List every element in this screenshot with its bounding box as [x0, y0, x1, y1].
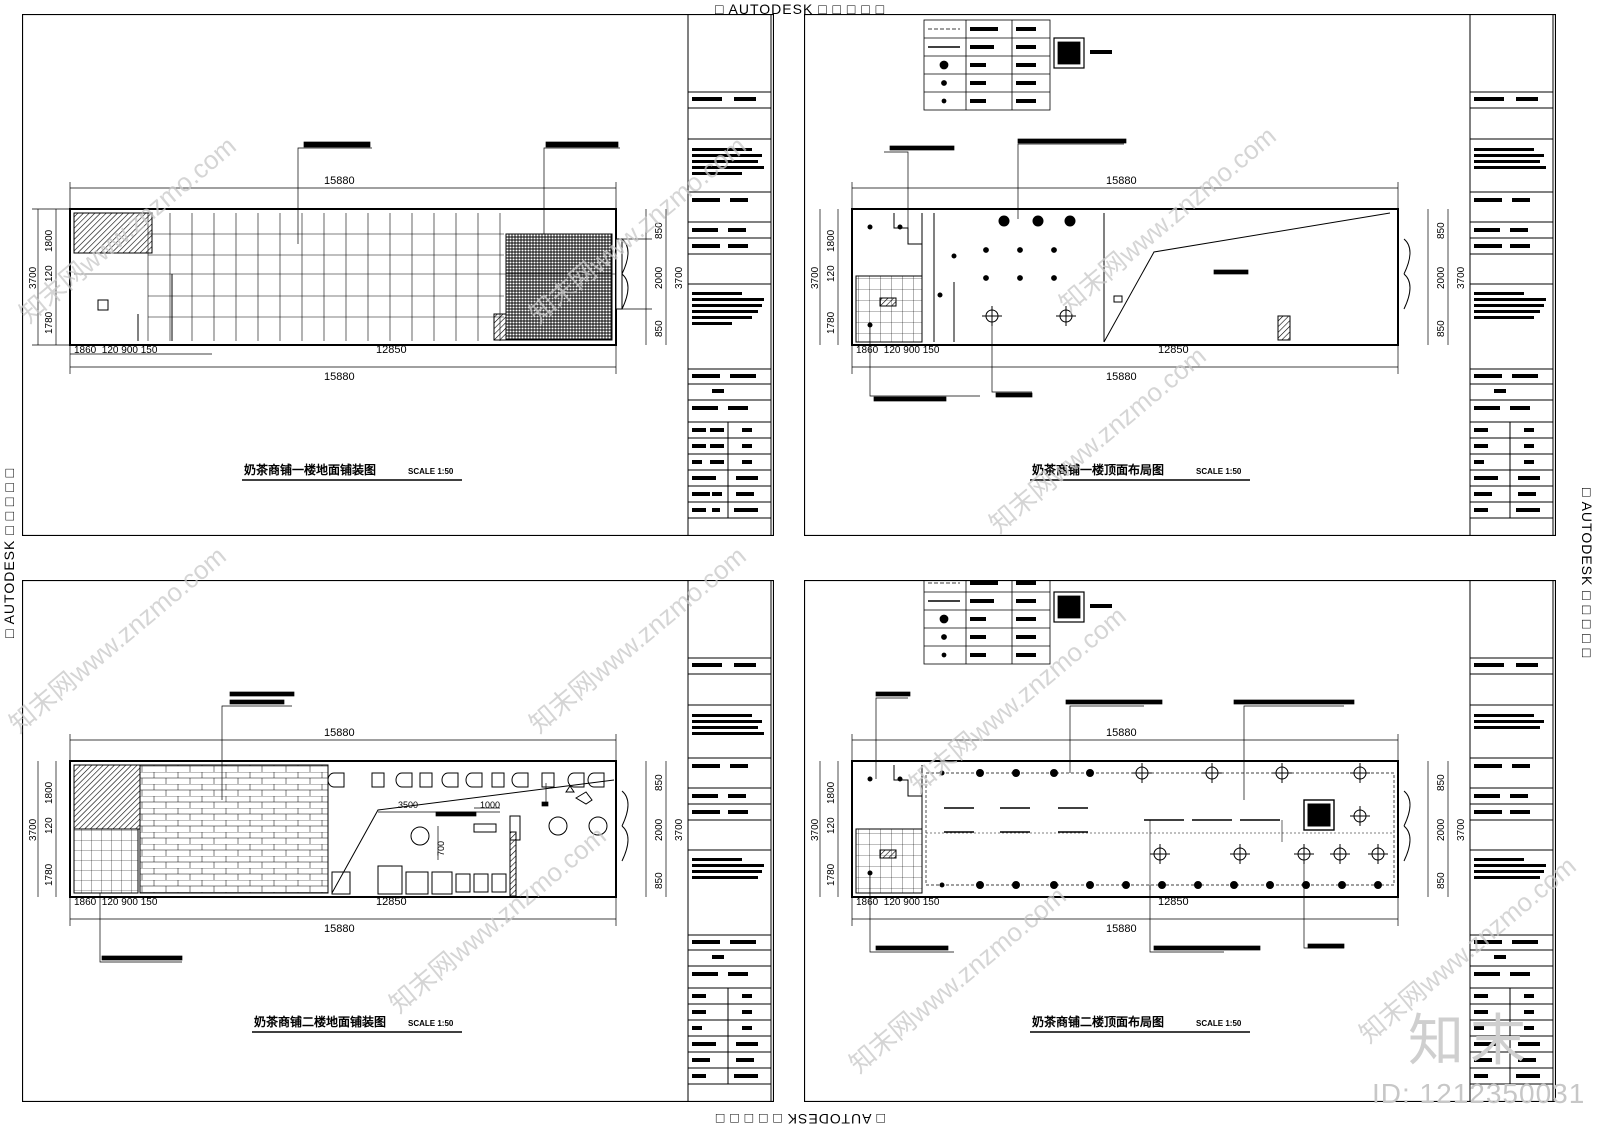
dim-total-width-top: 15880 [324, 175, 355, 187]
sheet-4-ceiling-plan-second-floor: 15880 15880 12850 1860 120 900 150 3700 … [804, 580, 1556, 1102]
sheet-title: 奶茶商铺一楼地面铺装图 [244, 462, 376, 477]
leader-lines [869, 138, 1249, 402]
title-block [1469, 580, 1554, 1102]
dim-2000: 2000 [654, 266, 665, 289]
dimension-lines [32, 182, 667, 374]
dim-1780: 1780 [826, 311, 837, 334]
dim-inner-width: 12850 [376, 344, 407, 356]
dim-2000: 2000 [1436, 266, 1447, 289]
dimension-lines [819, 734, 1449, 926]
dim-850-bottom: 850 [1436, 320, 1447, 337]
dim-bottom-segments: 1860 120 900 150 [856, 897, 940, 908]
dim-850-bottom: 850 [654, 872, 665, 889]
lighting-legend [923, 580, 1112, 665]
dim-total-width-top: 15880 [324, 727, 355, 739]
dim-1780: 1780 [44, 311, 55, 334]
dim-total-height: 3700 [28, 818, 39, 841]
dim-total-width-top: 15880 [1106, 175, 1137, 187]
dim-3500: 3500 [398, 800, 418, 810]
lighting-legend [923, 19, 1112, 111]
sheet-title: 奶茶商铺二楼地面铺装图 [254, 1014, 386, 1029]
sheet-title: 奶茶商铺一楼顶面布局图 [1032, 462, 1164, 477]
dim-3700-right: 3700 [674, 266, 685, 289]
dim-1800: 1800 [44, 781, 55, 804]
dim-3700-right: 3700 [674, 818, 685, 841]
dim-total-width-bottom: 15880 [1106, 923, 1137, 935]
title-block [1469, 14, 1554, 536]
sheet-scale: SCALE 1:50 [408, 467, 454, 476]
dim-120: 120 [44, 817, 55, 834]
brand-logo: 知末 [1408, 1009, 1532, 1074]
dim-bottom-segments: 1860 120 900 150 [856, 345, 940, 356]
dim-2000: 2000 [1436, 818, 1447, 841]
title-block [687, 580, 772, 1102]
dim-inner-width: 12850 [376, 896, 407, 908]
sheet-scale: SCALE 1:50 [1196, 467, 1242, 476]
sheet-scale: SCALE 1:50 [408, 1019, 454, 1028]
sheet-scale: SCALE 1:50 [1196, 1019, 1242, 1028]
dim-total-width-top: 15880 [1106, 727, 1137, 739]
sheet-1-floor-plan-first-floor: 15880 15880 12850 1860 120 900 150 3700 … [22, 14, 774, 536]
dim-1780: 1780 [44, 863, 55, 886]
floor-plan [69, 760, 629, 898]
dim-inner-width: 12850 [1158, 896, 1189, 908]
dim-120: 120 [826, 817, 837, 834]
dimension-lines [819, 182, 1449, 374]
dim-1800: 1800 [826, 781, 837, 804]
dim-1800: 1800 [44, 229, 55, 252]
dim-850-top: 850 [654, 222, 665, 239]
dim-total-width-bottom: 15880 [324, 923, 355, 935]
dim-3700-right: 3700 [1456, 266, 1467, 289]
dim-inner-width: 12850 [1158, 344, 1189, 356]
floor-plan [69, 208, 629, 346]
dim-1000: 1000 [480, 800, 500, 810]
dim-3700-right: 3700 [1456, 818, 1467, 841]
sheet-3-floor-plan-second-floor: 15880 15880 12850 1860 120 900 150 3500 … [22, 580, 774, 1102]
leader-lines [297, 141, 620, 244]
leader-lines [99, 691, 549, 963]
dimension-lines [37, 734, 667, 926]
dim-total-width-bottom: 15880 [1106, 371, 1137, 383]
dim-total-height: 3700 [28, 266, 39, 289]
dim-1800: 1800 [826, 229, 837, 252]
dim-850-top: 850 [1436, 222, 1447, 239]
dim-850-bottom: 850 [1436, 872, 1447, 889]
ceiling-plan [851, 208, 1411, 346]
dim-total-width-bottom: 15880 [324, 371, 355, 383]
dim-850-bottom: 850 [654, 320, 665, 337]
dim-1780: 1780 [826, 863, 837, 886]
title-block [687, 14, 772, 536]
dim-700: 700 [436, 841, 446, 856]
leader-lines [869, 691, 1355, 953]
autodesk-band-bottom: □ AUTODESK □ □ □ □ □ [714, 1111, 886, 1127]
autodesk-band-left: □ AUTODESK □ □ □ □ □ [1, 467, 17, 638]
dim-850-top: 850 [1436, 774, 1447, 791]
dim-2000: 2000 [654, 818, 665, 841]
autodesk-band-top: □ AUTODESK □ □ □ □ □ [714, 1, 886, 17]
dim-850-top: 850 [654, 774, 665, 791]
image-id-label: ID: 1212350031 [1372, 1078, 1586, 1109]
dim-bottom-segments: 1860 120 900 150 [74, 345, 158, 356]
ceiling-plan [851, 760, 1411, 898]
sheet-title: 奶茶商铺二楼顶面布局图 [1032, 1014, 1164, 1029]
dim-total-height: 3700 [810, 818, 821, 841]
sheet-2-ceiling-plan-first-floor: 15880 15880 12850 1860 120 900 150 3700 … [804, 14, 1556, 536]
dim-120: 120 [826, 265, 837, 282]
autodesk-band-right: □ AUTODESK □ □ □ □ □ [1579, 488, 1595, 659]
dim-bottom-segments: 1860 120 900 150 [74, 897, 158, 908]
dim-total-height: 3700 [810, 266, 821, 289]
dim-120: 120 [44, 265, 55, 282]
